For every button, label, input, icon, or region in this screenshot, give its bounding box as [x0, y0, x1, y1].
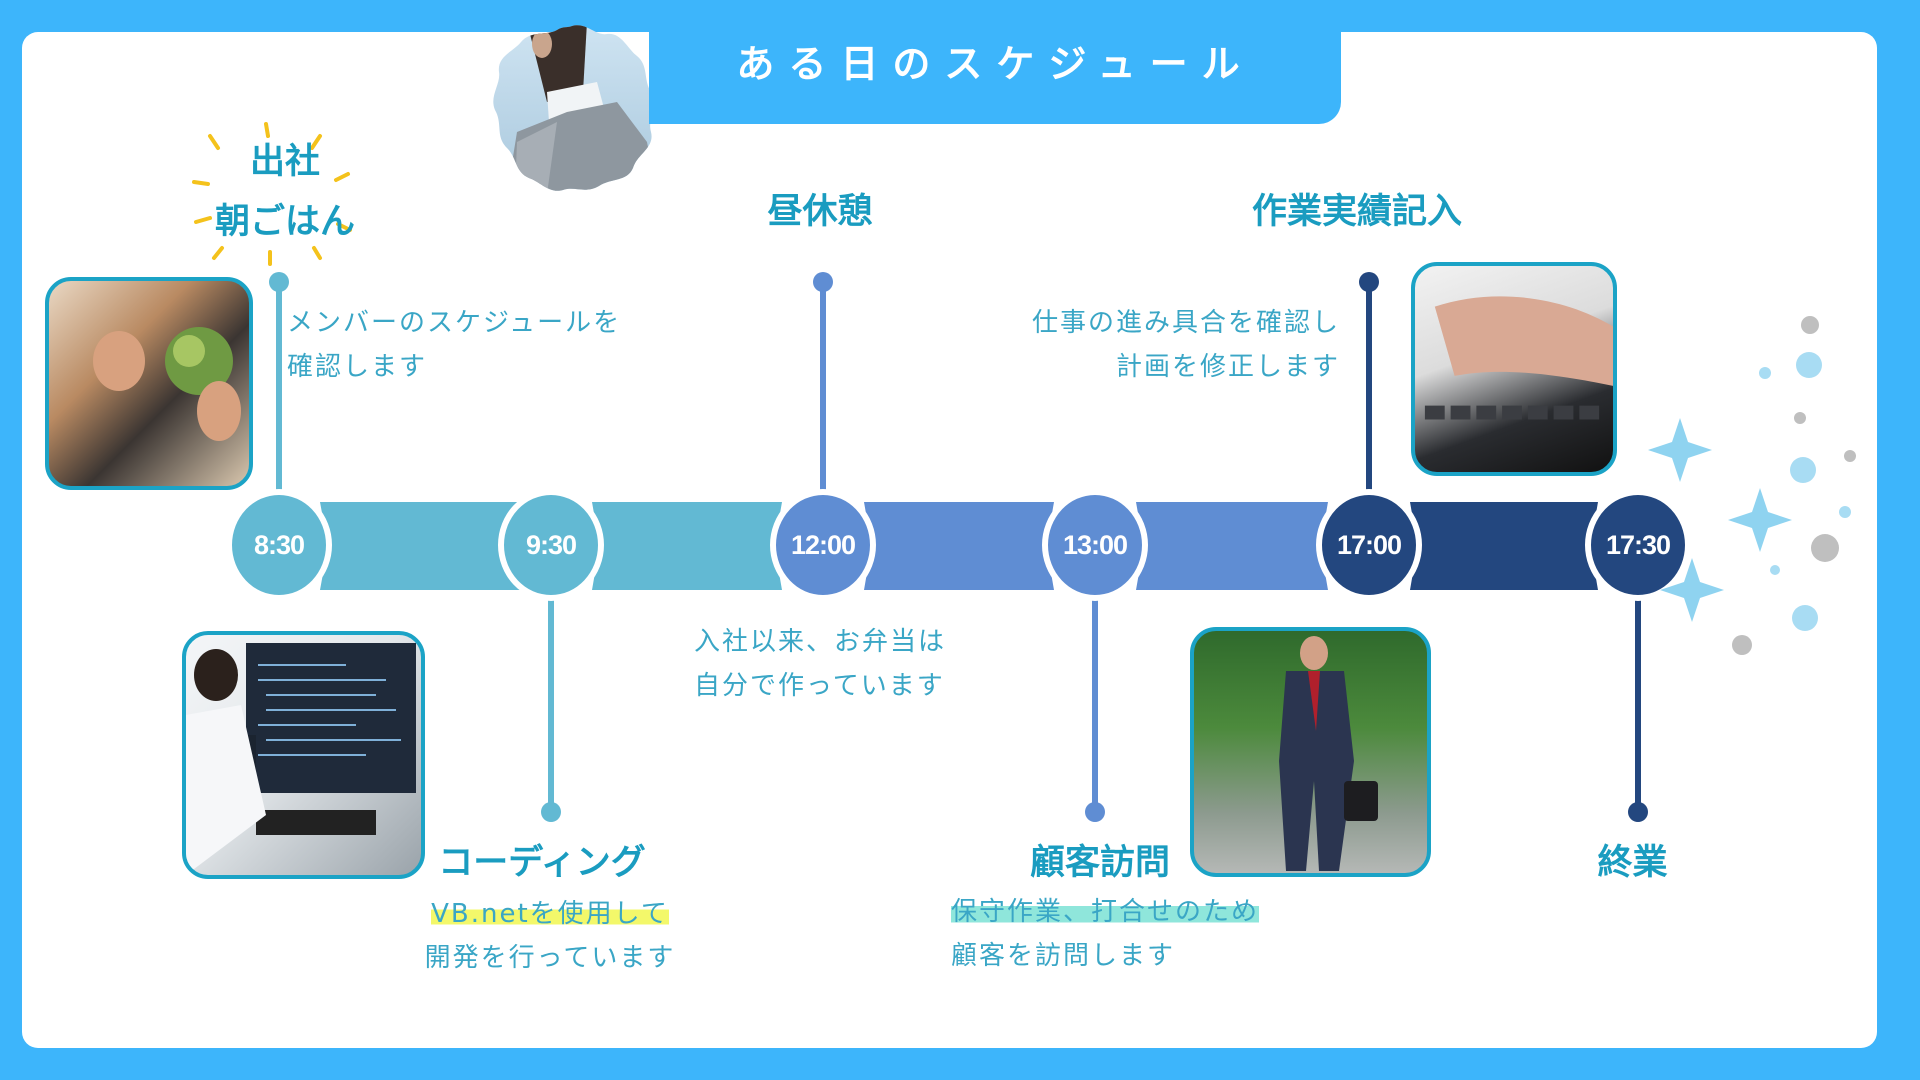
- connector-dot-1700: [1359, 272, 1379, 292]
- time-node-930: 9:30: [498, 489, 604, 601]
- time-node-830: 8:30: [226, 489, 332, 601]
- connector-dot-1200: [813, 272, 833, 292]
- desc-coding-1: VB.netを使用して: [431, 899, 669, 929]
- sparkle-icon: [192, 122, 352, 266]
- title-banner: [649, 32, 1341, 124]
- timeline-band-930-1200: [592, 502, 782, 590]
- heading-coding: コーディング: [438, 843, 646, 883]
- heading-lunch: 昼休憩: [767, 192, 873, 232]
- desc-lunch-2: 自分で作っています: [694, 671, 945, 701]
- time-node-1200: 12:00: [770, 489, 876, 601]
- connector-1300: [1092, 590, 1098, 812]
- connector-930: [548, 590, 554, 812]
- connector-1700: [1366, 282, 1372, 502]
- page-title: ある日のスケジュール: [736, 42, 1254, 86]
- business-visit-photo: [1190, 627, 1431, 877]
- timeline-band-1300-1700: [1136, 502, 1328, 590]
- desc-lunch-1: 入社以来、お弁当は: [694, 627, 947, 657]
- desc-visit-1: 保守作業、打合せのため: [951, 897, 1260, 927]
- connector-1200: [820, 282, 826, 502]
- connector-dot-1730: [1628, 802, 1648, 822]
- connector-dot-1300: [1085, 802, 1105, 822]
- desc-report-2: 計画を修正します: [1115, 352, 1340, 382]
- connector-dot-930: [541, 802, 561, 822]
- heading-arrival: 出社: [249, 142, 320, 182]
- heading-end: 終業: [1597, 843, 1668, 883]
- time-node-1700: 17:00: [1316, 489, 1422, 601]
- time-node-1730: 17:30: [1585, 489, 1691, 601]
- connector-dot-830: [269, 272, 289, 292]
- desc-coding-2: 開発を行っています: [424, 943, 676, 973]
- desc-report-1: 仕事の進み具合を確認し: [1031, 308, 1340, 338]
- desc-visit-1-wrap: 保守作業、打合せのため: [951, 890, 1260, 934]
- breakfast-photo: [45, 277, 253, 490]
- connector-1730: [1635, 590, 1641, 812]
- businessman-head-photo: [493, 25, 654, 191]
- timeline-band-1700-1730: [1410, 502, 1598, 590]
- keyboard-photo: [1411, 262, 1617, 476]
- stars-decoration: [1648, 316, 1856, 655]
- desc-coding-1-wrap: VB.netを使用して: [380, 892, 720, 936]
- time-node-1300: 13:00: [1042, 489, 1148, 601]
- desc-visit-2: 顧客を訪問します: [951, 941, 1176, 971]
- timeline-band-830-930: [320, 502, 520, 590]
- desc-arrival-1: メンバーのスケジュールを: [287, 308, 622, 338]
- connector-830: [276, 282, 282, 502]
- timeline-band-1200-1300: [864, 502, 1054, 590]
- heading-report: 作業実績記入: [1251, 192, 1462, 232]
- coding-photo: [182, 631, 425, 879]
- heading-breakfast: 朝ごはん: [214, 202, 355, 242]
- desc-arrival-2: 確認します: [287, 352, 428, 382]
- heading-visit: 顧客訪問: [1029, 843, 1170, 883]
